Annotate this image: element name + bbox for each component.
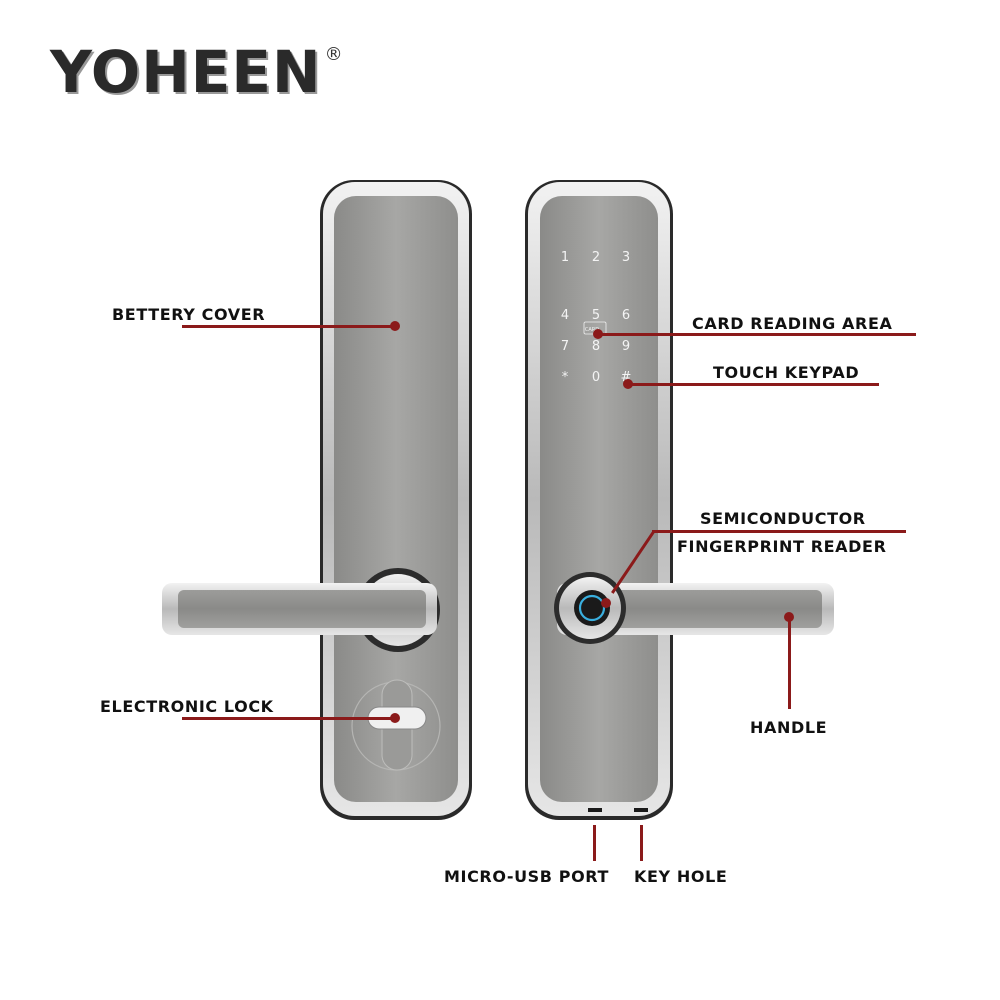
card-reader-label: CARD: [585, 327, 599, 333]
registered-mark: ®: [324, 44, 344, 65]
rear-panel-face: [334, 196, 458, 802]
keypad-key-0[interactable]: 0: [592, 370, 600, 385]
callout-dot-fingerprint: [601, 598, 611, 608]
callout-dot-handle: [784, 612, 794, 622]
keypad-key-4[interactable]: 4: [561, 308, 569, 323]
callout-dot-lock: [390, 713, 400, 723]
micro-usb-port: [588, 808, 602, 812]
callout-line-battery: [182, 325, 395, 328]
label-micro-usb-port: MICRO-USB PORT: [444, 867, 610, 886]
label-electronic-lock: ELECTRONIC LOCK: [100, 697, 274, 716]
callout-line-keypad: [628, 383, 879, 386]
callout-line-keyhole: [640, 825, 643, 861]
keypad-key-2[interactable]: 2: [592, 250, 600, 265]
rear-panel: [162, 180, 472, 820]
label-fingerprint-line2: FINGERPRINT READER: [677, 537, 887, 556]
keypad-key-1[interactable]: 1: [561, 250, 569, 265]
callout-line-handle: [788, 617, 791, 709]
callout-dot-keypad: [623, 379, 633, 389]
callout-dot-card: [593, 329, 603, 339]
label-fingerprint-line1: SEMICONDUCTOR: [700, 509, 866, 528]
label-key-hole: KEY HOLE: [634, 867, 728, 886]
fingerprint-ring: [578, 594, 606, 622]
brand-logo: YOHEEN®: [50, 38, 344, 106]
callout-line-fingerprint-h: [652, 530, 906, 533]
callout-line-card: [598, 333, 916, 336]
callout-line-lock: [182, 717, 395, 720]
label-battery-cover: BETTERY COVER: [112, 305, 266, 324]
keypad-key-hash[interactable]: #: [621, 370, 632, 385]
keypad-key-star[interactable]: *: [562, 370, 569, 385]
keypad-key-5[interactable]: 5: [592, 308, 600, 323]
key-hole: [634, 808, 648, 812]
brand-name: YOHEEN: [50, 38, 322, 106]
front-panel-face: [540, 196, 658, 802]
front-handle-face: [570, 590, 822, 628]
front-panel: 1 2 3 4 5 6 7 8 9 * 0 # CARD: [525, 180, 834, 820]
callout-line-usb: [593, 825, 596, 861]
keypad-key-6[interactable]: 6: [622, 308, 630, 323]
keypad-key-3[interactable]: 3: [622, 250, 630, 265]
keypad-key-9[interactable]: 9: [622, 339, 630, 354]
keypad-key-7[interactable]: 7: [561, 339, 569, 354]
label-card-reading-area: CARD READING AREA: [692, 314, 893, 333]
label-handle: HANDLE: [750, 718, 828, 737]
touch-keypad[interactable]: 1 2 3 4 5 6 7 8 9 * 0 # CARD: [561, 250, 632, 385]
callout-dot-battery: [390, 321, 400, 331]
keypad-key-8[interactable]: 8: [592, 339, 600, 354]
label-touch-keypad: TOUCH KEYPAD: [713, 363, 860, 382]
rear-handle-face: [178, 590, 426, 628]
